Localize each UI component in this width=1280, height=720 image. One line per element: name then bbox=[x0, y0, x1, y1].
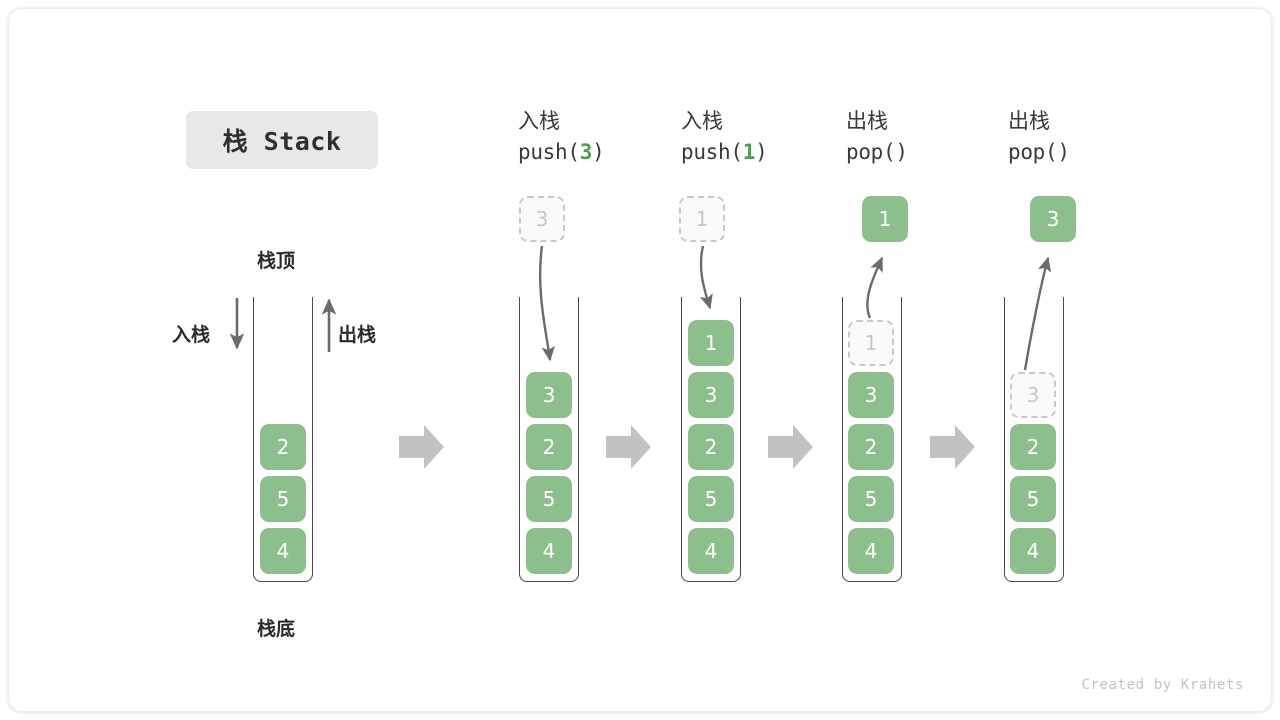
stack-cell: 5 bbox=[688, 476, 734, 522]
stack-container-pop-2 bbox=[1004, 297, 1064, 582]
column-header-cn: 入栈 bbox=[681, 109, 723, 133]
stack-cell: 2 bbox=[1010, 424, 1056, 470]
stack-cell: 5 bbox=[526, 476, 572, 522]
floating-ghost-cell: 1 bbox=[679, 196, 725, 242]
column-header-cn: 入栈 bbox=[518, 109, 560, 133]
stack-cell: 4 bbox=[526, 528, 572, 574]
stack-cell: 5 bbox=[848, 476, 894, 522]
stack-container-push-1 bbox=[681, 297, 741, 582]
stack-cell: 2 bbox=[688, 424, 734, 470]
code-arg: 1 bbox=[742, 140, 756, 165]
stack-ghost-cell: 3 bbox=[1010, 372, 1056, 418]
code-arg: 3 bbox=[579, 140, 593, 165]
stack-cell: 4 bbox=[848, 528, 894, 574]
pop-direction-label: 出栈 bbox=[338, 324, 377, 346]
popped-value-cell: 3 bbox=[1030, 196, 1076, 242]
column-header-code: pop() bbox=[846, 137, 1016, 168]
stack-cell: 2 bbox=[848, 424, 894, 470]
column-header-code: push(3) bbox=[518, 137, 688, 168]
stack-cell: 2 bbox=[260, 424, 306, 470]
code-suffix: ) bbox=[895, 140, 908, 165]
column-header-pop-2: 出栈 pop() bbox=[1008, 106, 1178, 168]
footer-credit: Created by Krahets bbox=[1081, 677, 1244, 693]
code-prefix: push( bbox=[518, 140, 580, 165]
stack-cell: 4 bbox=[1010, 528, 1056, 574]
code-prefix: push( bbox=[681, 140, 743, 165]
stack-top-label: 栈顶 bbox=[257, 250, 296, 272]
column-header-push-3: 入栈 push(3) bbox=[518, 106, 688, 168]
code-suffix: ) bbox=[1057, 140, 1070, 165]
stack-cell: 3 bbox=[688, 372, 734, 418]
page-title: 栈 Stack bbox=[186, 111, 378, 169]
code-prefix: pop( bbox=[846, 140, 896, 165]
stack-cell: 2 bbox=[526, 424, 572, 470]
column-header-cn: 出栈 bbox=[1008, 109, 1050, 133]
stack-cell: 5 bbox=[260, 476, 306, 522]
stack-cell: 1 bbox=[688, 320, 734, 366]
column-header-push-1: 入栈 push(1) bbox=[681, 106, 851, 168]
column-header-code: pop() bbox=[1008, 137, 1178, 168]
stack-cell: 3 bbox=[848, 372, 894, 418]
column-header-cn: 出栈 bbox=[846, 109, 888, 133]
stack-cell: 4 bbox=[688, 528, 734, 574]
code-prefix: pop( bbox=[1008, 140, 1058, 165]
push-direction-label: 入栈 bbox=[172, 324, 211, 346]
stack-cell: 5 bbox=[1010, 476, 1056, 522]
code-suffix: ) bbox=[592, 140, 605, 165]
popped-value-cell: 1 bbox=[862, 196, 908, 242]
stack-ghost-cell: 1 bbox=[848, 320, 894, 366]
floating-ghost-cell: 3 bbox=[519, 196, 565, 242]
stack-container-push-3 bbox=[519, 297, 579, 582]
stack-bottom-label: 栈底 bbox=[257, 618, 296, 640]
stack-container-pop-1 bbox=[842, 297, 902, 582]
column-header-pop-1: 出栈 pop() bbox=[846, 106, 1016, 168]
code-suffix: ) bbox=[755, 140, 768, 165]
column-header-code: push(1) bbox=[681, 137, 851, 168]
stack-cell: 4 bbox=[260, 528, 306, 574]
stack-cell: 3 bbox=[526, 372, 572, 418]
stack-container-initial bbox=[253, 297, 313, 582]
